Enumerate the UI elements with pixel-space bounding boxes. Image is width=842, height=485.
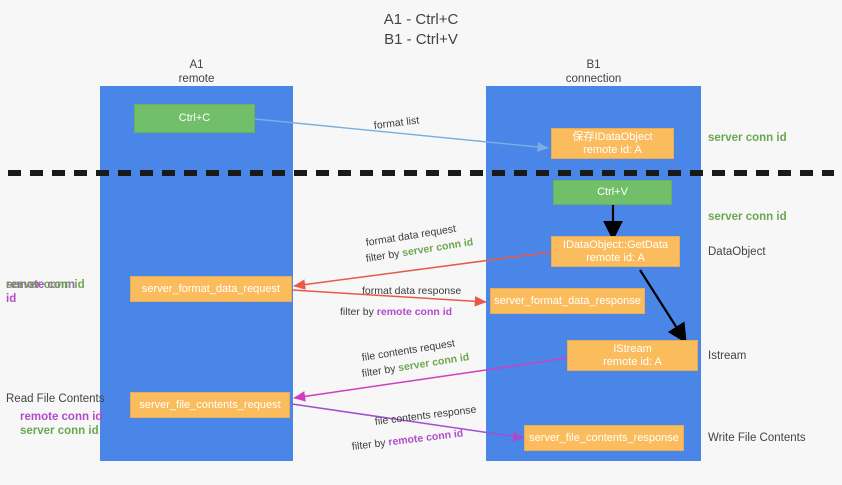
lane-header-b1-name: B1 <box>586 59 601 71</box>
filter-value-remote-conn-id-2: remote conn id <box>387 427 464 449</box>
note-read-file-contents: Read File Contents <box>6 393 105 405</box>
note-server-conn-id-file: server conn id <box>20 425 99 437</box>
diagram-title: A1 - Ctrl+C B1 - Ctrl+V <box>0 10 842 50</box>
node-server-format-data-response-label: server_format_data_response <box>494 294 641 307</box>
node-save-idataobject-label: 保存IDataObject remote id: A <box>572 130 653 156</box>
note-server-conn-id-second: server conn id <box>708 211 787 223</box>
note-dataobject: DataObject <box>708 246 766 258</box>
lane-header-b1-sub: connection <box>565 73 622 85</box>
node-server-file-contents-request[interactable]: server_file_contents_request <box>130 392 290 418</box>
node-server-file-contents-request-label: server_file_contents_request <box>139 398 281 411</box>
title-line-1: A1 - Ctrl+C <box>383 11 459 28</box>
lane-header-a1-sub: remote <box>178 73 215 85</box>
filter-prefix-2: filter by <box>340 306 377 318</box>
node-server-file-contents-response-label: server_file_contents_response <box>529 431 679 444</box>
filter-value-remote-conn-id-1: remote conn id <box>376 306 453 318</box>
note-write-file-contents: Write File Contents <box>708 432 806 444</box>
note-server-conn-id-format: server conn id <box>6 279 85 291</box>
node-ctrl-v-label: Ctrl+V <box>597 186 628 198</box>
node-server-format-data-request-label: server_format_data_request <box>141 282 281 295</box>
edge-label-file-contents-response-filter: filter by remote conn id <box>351 426 464 455</box>
node-ctrl-c-label: Ctrl+C <box>178 112 211 124</box>
node-save-idataobject[interactable]: 保存IDataObject remote id: A <box>551 128 674 159</box>
edge-label-format-list: format list <box>373 114 420 132</box>
note-server-conn-id-top: server conn id <box>708 132 787 144</box>
left-note-group-file: Read File Contents remote conn id server… <box>6 392 105 437</box>
lane-header-a1-name: A1 <box>189 59 204 71</box>
node-istream-label: IStream remote id: A <box>603 342 662 368</box>
note-remote-conn-id-format: remote conn id <box>6 279 76 305</box>
left-note-group-format: remote conn id server conn id <box>6 278 85 305</box>
edge-label-format-data-response-filter: filter by remote conn id <box>340 305 452 320</box>
node-server-format-data-response[interactable]: server_format_data_response <box>490 288 645 314</box>
note-istream: Istream <box>708 350 747 362</box>
node-server-file-contents-response[interactable]: server_file_contents_response <box>524 425 684 451</box>
node-idataobject-getdata-label: IDataObject::GetData remote id: A <box>562 238 669 264</box>
note-remote-conn-id-file: remote conn id <box>20 411 103 423</box>
node-ctrl-c[interactable]: Ctrl+C <box>134 104 255 133</box>
node-idataobject-getdata[interactable]: IDataObject::GetData remote id: A <box>551 236 680 267</box>
filter-prefix-4: filter by <box>351 436 390 453</box>
lane-header-a1: A1 remote <box>100 58 293 86</box>
lane-header-b1: B1 connection <box>486 58 701 86</box>
node-server-format-data-request[interactable]: server_format_data_request <box>130 276 292 302</box>
node-istream[interactable]: IStream remote id: A <box>567 340 698 371</box>
edge-label-format-data-response: format data response <box>362 285 462 297</box>
title-line-2: B1 - Ctrl+V <box>384 31 458 48</box>
node-ctrl-v[interactable]: Ctrl+V <box>553 180 672 205</box>
